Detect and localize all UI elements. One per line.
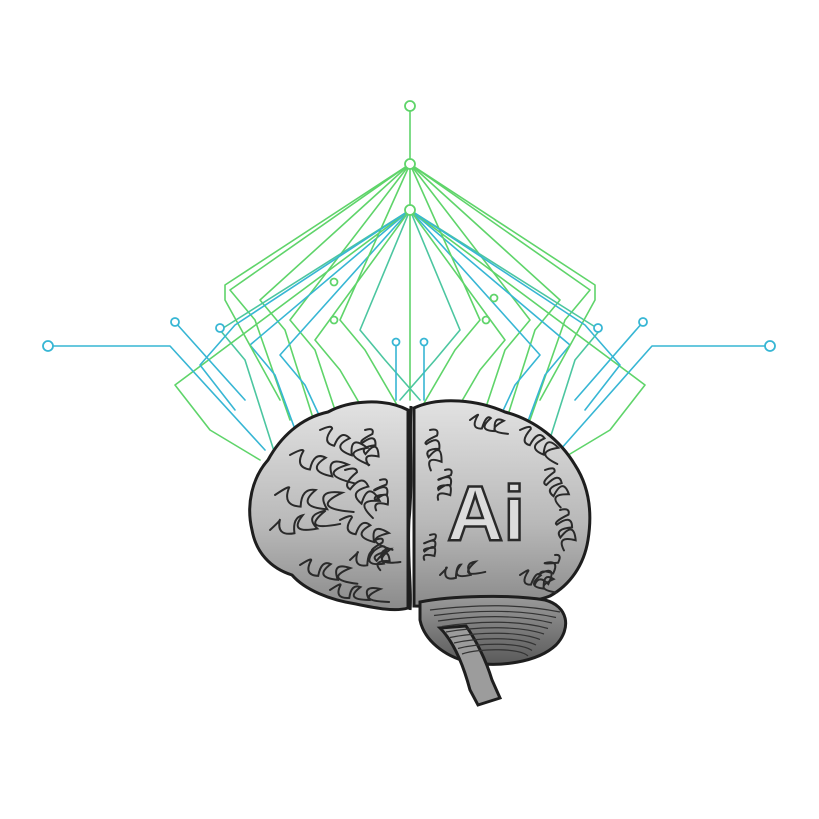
brain-fold xyxy=(439,560,487,580)
circuit-trace xyxy=(409,163,596,401)
circuit-trace xyxy=(409,163,561,441)
cerebellum-ridge xyxy=(461,649,529,657)
brain-fold xyxy=(533,553,561,586)
brain-fold xyxy=(543,467,571,509)
brain-fold xyxy=(519,569,558,594)
brain-fold xyxy=(299,558,359,585)
circuit-trace xyxy=(219,209,411,471)
cerebellum-ridge xyxy=(453,638,537,646)
circuit-trace xyxy=(409,163,591,421)
circuit-node xyxy=(329,315,339,325)
brain-fold xyxy=(269,509,342,535)
circuit-trace xyxy=(409,209,601,471)
cerebellum-ridge xyxy=(445,627,545,635)
brain-label: Ai xyxy=(447,469,525,557)
brain-fold xyxy=(519,425,561,466)
circuit-trace xyxy=(174,209,411,461)
cerebellum-ridge xyxy=(449,632,541,641)
circuit-trace xyxy=(409,163,481,411)
circuit-node xyxy=(593,323,603,333)
circuit-node xyxy=(404,100,416,112)
circuit-network-icon xyxy=(42,100,776,471)
cerebellum-ridge xyxy=(429,605,561,613)
circuit-trace xyxy=(199,209,411,411)
circuit-trace xyxy=(314,209,411,431)
brain-fold xyxy=(422,533,437,561)
circuit-trace xyxy=(249,209,411,471)
cerebellum-ridge xyxy=(437,616,553,624)
brain-fold xyxy=(469,413,510,435)
brain-fold xyxy=(373,478,390,512)
circuit-node xyxy=(638,317,648,327)
brain-fold xyxy=(436,468,453,501)
brain-fold xyxy=(370,537,391,572)
circuit-arm-right xyxy=(559,345,771,451)
circuit-node xyxy=(489,293,499,303)
circuit-node xyxy=(391,337,401,347)
circuit-trace xyxy=(409,163,531,456)
circuit-node xyxy=(329,277,339,287)
cerebellum-ridge xyxy=(457,643,533,652)
cerebellum-ridge xyxy=(441,621,549,630)
circuit-node xyxy=(404,204,416,216)
brain-stem xyxy=(436,624,503,707)
circuit-node xyxy=(215,323,225,333)
circuit-trace xyxy=(409,209,646,461)
cerebellum-ridge xyxy=(433,610,557,619)
brain-fold xyxy=(289,448,356,485)
brain-fold xyxy=(274,486,355,513)
brain-fold xyxy=(339,515,394,551)
circuit-node xyxy=(481,315,491,325)
brain-icon: Ai xyxy=(248,399,592,707)
circuit-arm-left xyxy=(174,321,246,401)
circuit-arm-left xyxy=(47,345,266,451)
circuit-arm-right xyxy=(574,321,644,401)
brain-fold xyxy=(554,508,577,552)
circuit-trace xyxy=(224,163,411,401)
cerebellum-ridges xyxy=(429,605,561,657)
brain-fold xyxy=(329,583,391,603)
circuit-node xyxy=(764,340,776,352)
brain-fold xyxy=(360,428,380,467)
circuit-trace xyxy=(399,209,461,401)
circuit-node xyxy=(419,337,429,347)
circuit-trace xyxy=(359,209,421,401)
circuit-trace xyxy=(229,163,411,421)
circuit-node xyxy=(404,158,416,170)
circuit-node xyxy=(42,340,54,352)
brain-folds xyxy=(269,413,577,603)
circuit-trace xyxy=(289,163,411,456)
circuit-trace xyxy=(339,163,411,411)
brain-fold xyxy=(424,428,443,472)
circuit-trace xyxy=(409,209,621,411)
brain-fold xyxy=(344,467,382,520)
longitudinal-fissure xyxy=(407,405,413,611)
circuit-node xyxy=(170,317,180,327)
circuit-trace xyxy=(259,163,411,441)
